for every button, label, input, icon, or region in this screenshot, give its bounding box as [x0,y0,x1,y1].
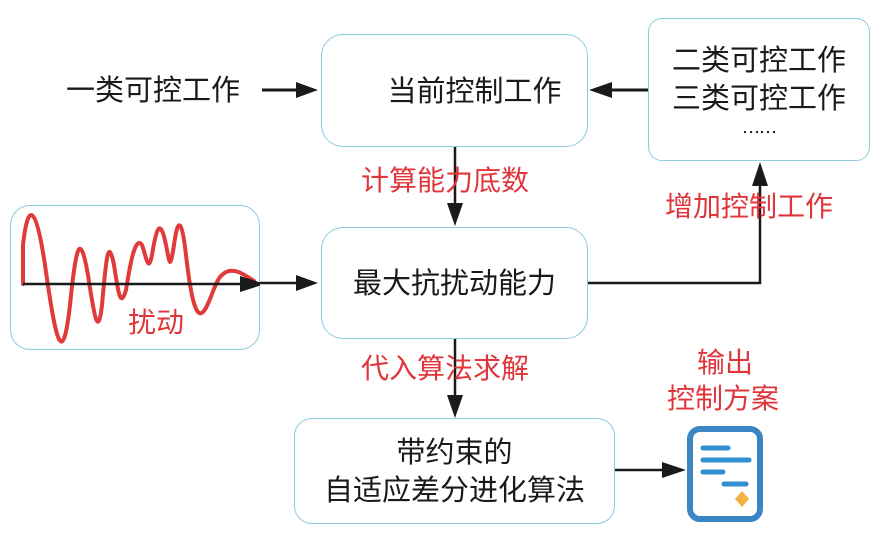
edge-label-add-work: 增加控制工作 [665,190,834,223]
other-work-line-2: 三类可控工作 [671,80,846,115]
waveform-icon [21,213,260,344]
arrow-current-to-max [447,146,463,226]
arrow-disturbance-to-max [258,275,318,291]
document-icon [687,426,763,522]
algorithm-box: 带约束的 自适应差分进化算法 [294,418,615,524]
max-anti-disturbance-label: 最大抗扰动能力 [352,266,556,300]
disturbance-box: 扰动 [10,205,260,350]
arrow-max-to-algorithm [447,338,463,418]
other-work-box: 二类可控工作 三类可控工作 …… [648,18,870,161]
disturbance-label: 扰动 [128,306,185,339]
arrow-input-to-current [262,82,318,98]
arrow-algorithm-to-output [615,462,686,478]
input-class1-label: 一类可控工作 [66,73,241,107]
edge-label-compute-base: 计算能力底数 [361,164,530,197]
arrow-max-to-other [587,162,768,285]
other-work-line-1: 二类可控工作 [671,42,846,77]
other-work-ellipsis: …… [742,116,777,138]
current-work-box: 当前控制工作 [321,34,588,147]
algorithm-line-2: 自适应差分进化算法 [323,473,585,507]
algorithm-line-1: 带约束的 [396,435,513,469]
output-label-line-2: 控制方案 [667,382,780,415]
arrow-other-to-current [589,82,648,98]
max-anti-disturbance-box: 最大抗扰动能力 [321,227,588,339]
current-work-label: 当前控制工作 [387,73,562,108]
output-label-line-1: 输出 [697,346,754,379]
edge-label-solve: 代入算法求解 [361,352,530,385]
